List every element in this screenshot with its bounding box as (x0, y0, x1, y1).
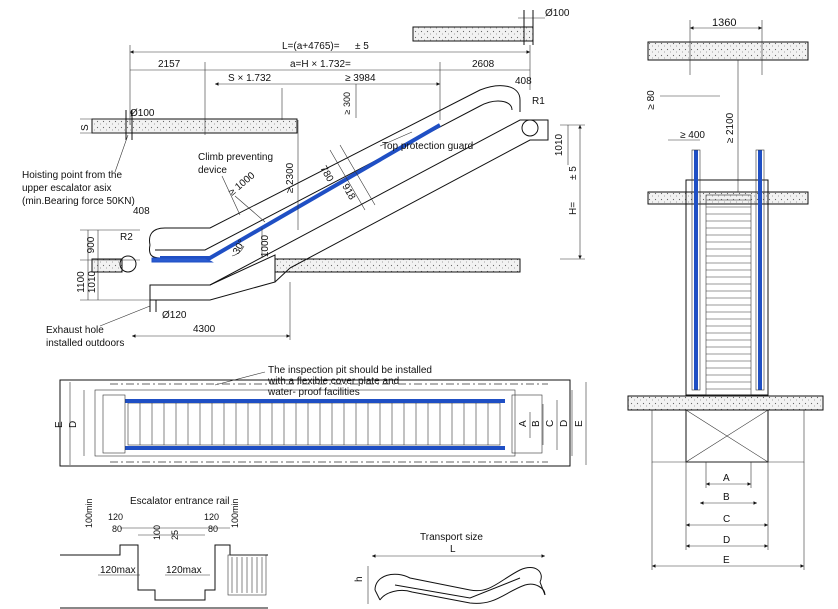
dim-300-label: ≥ 300 (342, 92, 352, 114)
dim-4300-label: 4300 (193, 324, 216, 335)
h-label: H= (568, 202, 579, 215)
lower-floor-slab-left (91, 258, 123, 273)
climb-device-label-1: Climb preventing (198, 152, 273, 163)
plan-note-2: with a flexible cover plate and (267, 376, 399, 387)
pivot-r2 (119, 255, 137, 273)
hoisting-note-3: (min.Bearing force 50KN) (22, 196, 135, 207)
plan-note-3: water- proof facilities (267, 387, 360, 398)
side-view: L=(a+4765)= ± 5 2157 a=H × 1.732= 2608 S… (22, 8, 585, 349)
entrance-rail-detail: Escalator entrance rail 100min 100min 12… (60, 496, 268, 609)
dim-1010-left: 1010 (87, 270, 98, 293)
front-top-slab (647, 41, 809, 61)
upper-floor-slab-left (91, 118, 298, 134)
transport-title: Transport size (420, 532, 483, 543)
angle-label: 30° (231, 238, 248, 257)
dim-left-length: 2157 (158, 59, 181, 70)
dim-right-length: 2608 (472, 59, 495, 70)
transport-size-detail: Transport size L h (354, 532, 546, 604)
dim-80-label: ≥ 80 (646, 90, 657, 110)
dim-900-label: 900 (86, 236, 97, 253)
plan-label-a: A (518, 420, 529, 427)
front-label-e: E (723, 555, 730, 566)
dim-80-right: 80 (208, 524, 218, 534)
dim-25-middle: 25 (170, 530, 180, 540)
plan-note-1: The inspection pit should be installed (268, 365, 432, 376)
plan-label-e-left: E (54, 421, 65, 428)
top-ceiling-slab (412, 26, 534, 42)
s-label: S (80, 124, 91, 131)
front-bottom-slab (627, 395, 824, 411)
front-view: 1360 ≥ 80 ≥ 400 ≥ 2100 (627, 17, 824, 570)
front-mid-slab (647, 191, 809, 205)
dim-1360-label: 1360 (712, 17, 736, 29)
plan-label-c: C (545, 420, 556, 427)
pipe-left-label: Ø100 (130, 108, 155, 119)
dim-120-left: 120 (108, 512, 123, 522)
exhaust-label-2: installed outdoors (46, 338, 124, 349)
dim-80-left: 80 (112, 524, 122, 534)
dim-120max-left: 120max (100, 565, 136, 576)
entrance-title: Escalator entrance rail (130, 496, 230, 507)
plan-label-d-right: D (559, 420, 570, 427)
front-label-d: D (723, 535, 730, 546)
hoisting-note-2: upper escalator asix (22, 183, 112, 194)
transport-l-label: L (450, 544, 456, 555)
dim-1000-diag-label: ≥ 1000 (227, 170, 258, 198)
top-guard-label: Top protection guard (382, 141, 473, 152)
dim-1010-right: 1010 (554, 133, 565, 156)
dim-s-label: S × 1.732 (228, 73, 272, 84)
pipe-bottom-label: Ø120 (162, 310, 187, 321)
plan-label-d-left: D (68, 421, 79, 428)
plan-view: The inspection pit should be installed w… (54, 365, 587, 467)
front-label-a: A (723, 473, 730, 484)
dim-120max-right: 120max (166, 565, 202, 576)
total-length-label: L=(a+4765)= (282, 41, 340, 52)
total-length-tolerance: ± 5 (355, 41, 369, 52)
dim-120-right: 120 (204, 512, 219, 522)
pipe-top-label: Ø100 (545, 8, 570, 19)
exhaust-label-1: Exhaust hole (46, 325, 104, 336)
dim-100min-right: 100min (230, 498, 240, 528)
climb-device-label-2: device (198, 165, 227, 176)
r2-label: R2 (120, 232, 133, 243)
lower-floor-slab (274, 258, 521, 273)
dim-780-label: 780 (317, 164, 335, 184)
dim-2100-label: ≥ 2100 (725, 112, 736, 143)
dim-918-label: 918 (339, 182, 357, 202)
dim-3984-label: ≥ 3984 (345, 73, 376, 84)
dim-1000-vert-label: 1000 (260, 234, 271, 257)
hoisting-note-1: Hoisting point from the (22, 170, 122, 181)
dim-100min-left: 100min (84, 498, 94, 528)
dim-1100-label: 1100 (76, 271, 87, 293)
pivot-r1 (521, 119, 539, 137)
front-label-b: B (723, 492, 730, 503)
dim-408-top: 408 (515, 76, 532, 87)
dim-100-middle: 100 (152, 525, 162, 540)
dim-408-bottom: 408 (133, 206, 150, 217)
plan-label-e-right: E (574, 420, 585, 427)
dim-400-label: ≥ 400 (680, 130, 705, 141)
plan-label-b: B (531, 420, 542, 427)
transport-h-label: h (354, 576, 365, 582)
dim-2300-label: ≥ 2300 (285, 162, 296, 193)
h-tolerance: ± 5 (568, 166, 579, 180)
dim-span-label: a=H × 1.732= (290, 59, 351, 70)
r1-label: R1 (532, 96, 545, 107)
front-label-c: C (723, 514, 730, 525)
